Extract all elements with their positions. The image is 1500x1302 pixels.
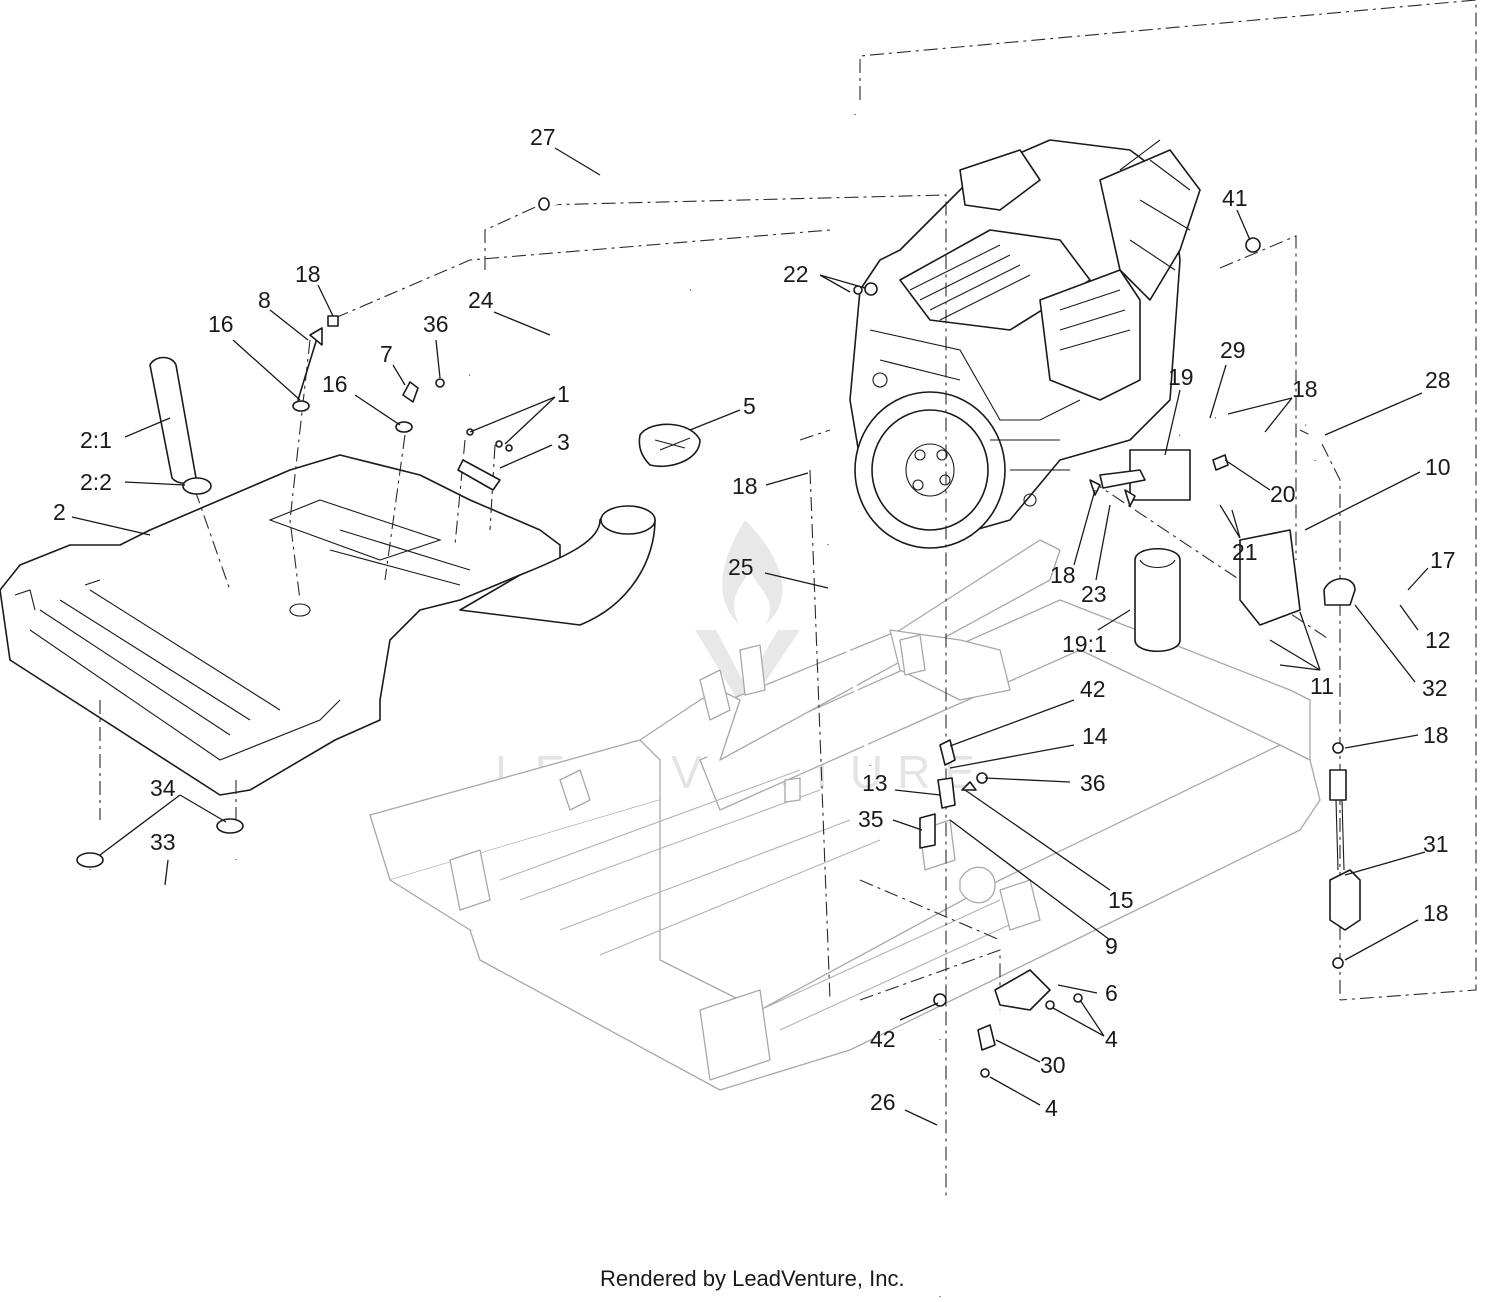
callout-2: 2	[53, 499, 66, 525]
callout-16b: 16	[322, 371, 348, 397]
callout-35: 35	[858, 806, 884, 832]
callout-18b: 18	[1292, 376, 1318, 402]
fuel-hoses-and-fittings	[76, 114, 1361, 1297]
callout-2-2: 2:2	[80, 469, 112, 495]
callout-labels: 27 41 22 18 8 16 24 36 7 16 1 3 5 2:1 2:…	[53, 124, 1456, 1121]
callout-30: 30	[1040, 1052, 1066, 1078]
watermark-v-icon	[695, 630, 800, 712]
chassis-frame	[369, 539, 1321, 1091]
fuel-tank	[0, 454, 656, 796]
callout-42: 42	[1080, 676, 1106, 702]
callout-20: 20	[1270, 481, 1296, 507]
callout-14: 14	[1082, 723, 1108, 749]
callout-36: 36	[423, 311, 449, 337]
callout-34: 34	[150, 775, 176, 801]
callout-3: 3	[557, 429, 570, 455]
callout-15: 15	[1108, 887, 1134, 913]
callout-13: 13	[862, 770, 888, 796]
callout-36b: 36	[1080, 770, 1106, 796]
callout-21: 21	[1232, 539, 1258, 565]
callout-28: 28	[1425, 367, 1451, 393]
callout-1: 1	[557, 381, 570, 407]
callout-4b: 4	[1045, 1095, 1058, 1121]
callout-18: 18	[295, 261, 321, 287]
callout-10: 10	[1425, 454, 1451, 480]
callout-18d: 18	[1050, 562, 1076, 588]
callout-22: 22	[783, 261, 809, 287]
callout-11: 11	[1310, 673, 1334, 699]
callout-5: 5	[743, 393, 756, 419]
callout-18f: 18	[1423, 900, 1449, 926]
callout-19: 19	[1168, 364, 1194, 390]
callout-29: 29	[1220, 337, 1246, 363]
rendered-by-footer: Rendered by LeadVenture, Inc.	[600, 1266, 905, 1291]
engine-assembly	[849, 139, 1201, 549]
callout-7: 7	[380, 341, 393, 367]
callout-27: 27	[530, 124, 556, 150]
callout-31: 31	[1423, 831, 1449, 857]
callout-18e: 18	[1423, 722, 1449, 748]
callout-32: 32	[1422, 675, 1448, 701]
callout-25: 25	[728, 554, 754, 580]
callout-42b: 42	[870, 1026, 896, 1052]
callout-23: 23	[1081, 581, 1107, 607]
callout-19-1: 19:1	[1062, 631, 1107, 657]
callout-41: 41	[1222, 185, 1248, 211]
leader-lines	[71, 147, 1429, 1126]
callout-9: 9	[1105, 933, 1118, 959]
callout-2-1: 2:1	[80, 427, 112, 453]
callout-8: 8	[258, 287, 271, 313]
callout-18c: 18	[732, 473, 758, 499]
callout-26: 26	[870, 1089, 896, 1115]
callout-6: 6	[1105, 980, 1118, 1006]
callout-16: 16	[208, 311, 234, 337]
callout-4: 4	[1105, 1026, 1118, 1052]
callout-24: 24	[468, 287, 494, 313]
callout-17: 17	[1430, 547, 1456, 573]
callout-33: 33	[150, 829, 176, 855]
watermark-flame-icon	[722, 520, 783, 625]
callout-12: 12	[1425, 627, 1451, 653]
